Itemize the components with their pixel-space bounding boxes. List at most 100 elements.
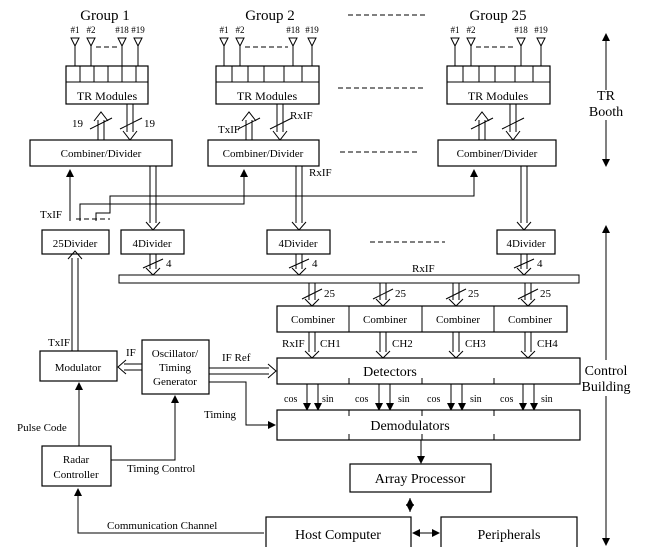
rx-to-4divider-buses: RxIF <box>145 166 532 231</box>
count-label: 25 <box>468 288 480 300</box>
if-label: IF <box>126 347 136 359</box>
antenna-label: #2 <box>236 25 245 35</box>
detectors <box>276 357 581 385</box>
count-label: 4 <box>312 258 318 270</box>
combiner-to-detector-arrows: RxIF CH1 CH2 CH3 CH4 <box>282 332 558 359</box>
antenna-icon <box>219 37 317 66</box>
combiner-divider-label: Combiner/Divider <box>457 148 538 160</box>
communication-channel-line <box>74 488 264 534</box>
txif-distribution-lines: TxIF <box>40 169 478 221</box>
tr-booth-zone-marker: TR Booth <box>589 33 623 167</box>
combiner-divider-label: Combiner/Divider <box>223 148 304 160</box>
tr-booth-label-l1: TR <box>597 89 616 104</box>
antenna-label: #2 <box>87 25 96 35</box>
cos-label: cos <box>500 394 513 405</box>
ch3-label: CH3 <box>465 338 486 350</box>
rxif-label: RxIF <box>309 167 332 179</box>
rxif-label: RxIF <box>290 110 313 122</box>
bus-to-combiner-arrows: 25 25 25 25 <box>301 283 552 307</box>
combiner-divider-group-2 <box>207 139 320 167</box>
if-ref-label: IF Ref <box>222 352 251 364</box>
rxif-bus-label: RxIF <box>412 263 435 275</box>
antenna-label: #19 <box>534 25 548 35</box>
group-2-title: Group 2 <box>245 8 295 24</box>
if-arrow <box>117 359 142 375</box>
divider-4-label: 4Divider <box>278 238 317 250</box>
antenna-label: #18 <box>115 25 129 35</box>
rxif-label: RxIF <box>282 338 305 350</box>
peripherals <box>440 516 578 547</box>
timing-control-line <box>111 395 179 461</box>
demodulators-label: Demodulators <box>370 419 449 434</box>
ch4-label: CH4 <box>537 338 558 350</box>
txif-label: TxIF <box>40 209 62 221</box>
oscillator-label-l1: Oscillator/ <box>152 348 199 360</box>
if-ref-arrow <box>209 363 277 379</box>
count-label: 4 <box>166 258 172 270</box>
host-computer <box>265 516 412 547</box>
oscillator-label-l3: Generator <box>153 376 197 388</box>
divider-25 <box>41 229 110 255</box>
antenna-icon <box>70 37 143 66</box>
ch2-label: CH2 <box>392 338 413 350</box>
antenna-label: #1 <box>220 25 229 35</box>
combiner-divider-group-1 <box>29 139 173 167</box>
cos-label: cos <box>284 394 297 405</box>
rxif-bus <box>118 274 580 284</box>
count-label: 25 <box>324 288 336 300</box>
host-computer-label: Host Computer <box>295 528 381 543</box>
tr-booth-label-l2: Booth <box>589 105 623 120</box>
antenna-label: #19 <box>131 25 145 35</box>
timing-line <box>209 381 276 429</box>
control-building-zone-marker: Control Building <box>581 225 631 546</box>
combiner-divider-group-25 <box>437 139 557 167</box>
tr-modules-label: TR Modules <box>237 89 298 103</box>
sin-label: sin <box>322 394 334 405</box>
antenna-label: #1 <box>71 25 80 35</box>
control-label-l1: Control <box>585 364 628 379</box>
divider-4-group-1 <box>120 229 185 255</box>
cos-label: cos <box>355 394 368 405</box>
oscillator-label-l2: Timing <box>159 362 192 374</box>
tr-modules-group-2: TR Modules <box>215 65 320 105</box>
antenna-icon <box>450 37 546 66</box>
communication-channel-label: Communication Channel <box>107 520 217 532</box>
detectors-label: Detectors <box>363 365 417 380</box>
antenna-array-group-2: #1 #2 #18 #19 <box>219 25 319 66</box>
txif-label: TxIF <box>218 124 240 136</box>
combiner-ch4-label: Combiner <box>508 314 552 326</box>
radar-controller-label-l1: Radar <box>63 454 90 466</box>
oscillator-timing-generator <box>141 339 210 395</box>
array-processor-label: Array Processor <box>375 472 466 487</box>
antenna-label: #18 <box>286 25 300 35</box>
antenna-label: #1 <box>451 25 460 35</box>
antenna-label: #2 <box>467 25 476 35</box>
ch1-label: CH1 <box>320 338 341 350</box>
count-label: 4 <box>537 258 543 270</box>
divider-4-group-25 <box>496 229 556 255</box>
radar-controller-label-l2: Controller <box>53 469 99 481</box>
radar-controller <box>41 445 112 487</box>
divider-25-label: 25Divider <box>53 238 98 250</box>
cos-sin-arrows: cos sin cos sin cos sin cos sin <box>284 384 553 411</box>
count-label: 19 <box>144 118 156 130</box>
count-label: 19 <box>72 118 84 130</box>
array-processor <box>349 463 492 493</box>
divider-4-label: 4Divider <box>506 238 545 250</box>
tr-modules-group-1: TR Modules <box>65 65 149 105</box>
count-label: 25 <box>395 288 407 300</box>
modulator-to-25divider-bus <box>67 250 83 351</box>
combiner-ch1-label: Combiner <box>291 314 335 326</box>
demodulators <box>276 409 581 441</box>
modulator <box>39 350 118 382</box>
combiner-ch3-label: Combiner <box>436 314 480 326</box>
cos-label: cos <box>427 394 440 405</box>
peripherals-label: Peripherals <box>478 528 541 543</box>
tr-modules-label: TR Modules <box>77 89 138 103</box>
timing-control-label: Timing Control <box>127 463 195 475</box>
modulator-label: Modulator <box>55 362 102 374</box>
divider-4-label: 4Divider <box>132 238 171 250</box>
group-25-title: Group 25 <box>469 8 526 24</box>
timing-label: Timing <box>204 409 237 421</box>
sin-label: sin <box>398 394 410 405</box>
